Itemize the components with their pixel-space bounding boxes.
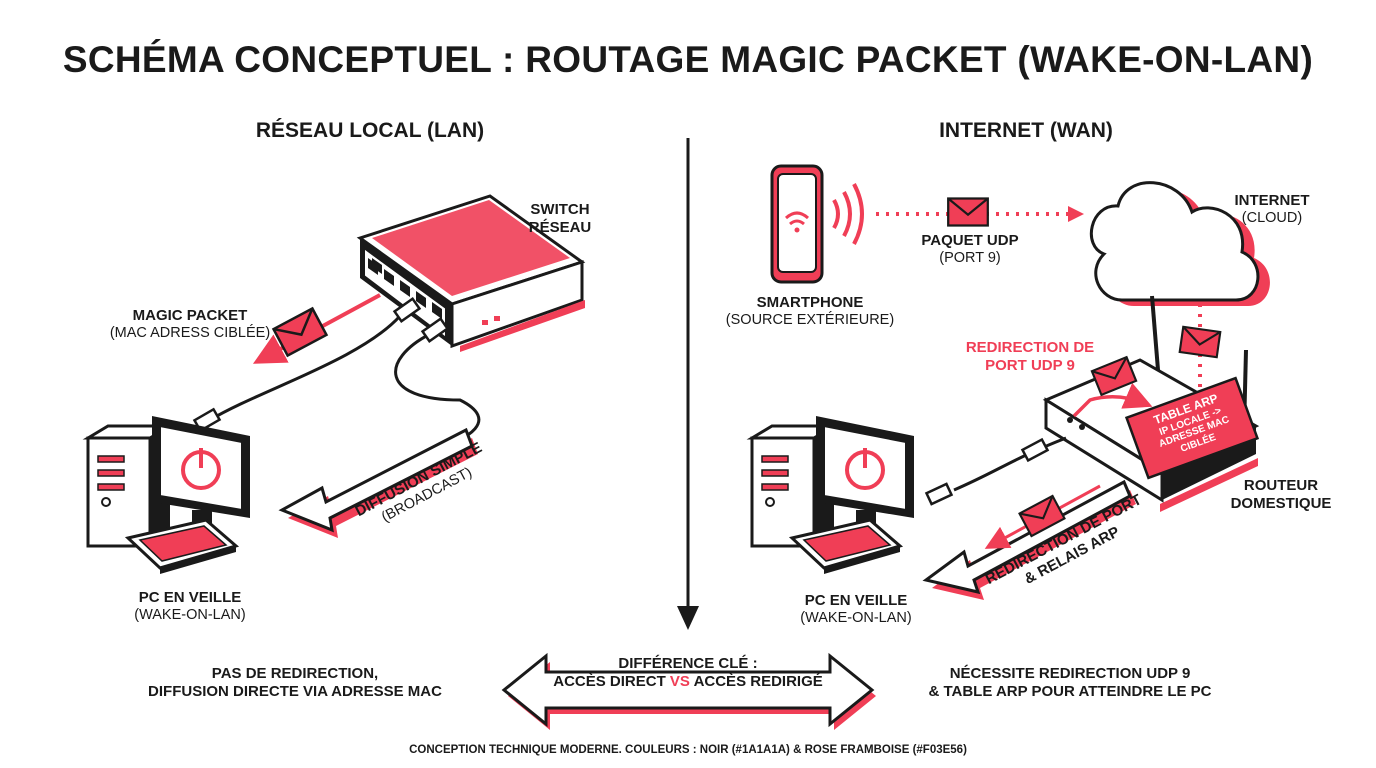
- footer-caption: CONCEPTION TECHNIQUE MODERNE. COULEURS :…: [409, 744, 967, 756]
- wan-summary-line1: NÉCESSITE REDIRECTION UDP 9: [949, 665, 1191, 682]
- switch-label: SWITCH RÉSEAU: [500, 201, 620, 237]
- key-difference: DIFFÉRENCE CLÉ : ACCÈS DIRECT VS ACCÈS R…: [530, 655, 846, 691]
- rj45-plug: [924, 482, 954, 506]
- signal-waves-icon: [832, 183, 864, 245]
- envelope-icon: [947, 197, 989, 227]
- relay-arrow: [922, 479, 1132, 595]
- double-arrow: [501, 652, 875, 728]
- wan-pc-subtitle: (WAKE-ON-LAN): [800, 610, 912, 626]
- lan-heading: RÉSEAU LOCAL (LAN): [255, 119, 485, 142]
- router-cable: [953, 436, 1067, 492]
- key-difference-direct: ACCÈS DIRECT: [553, 673, 666, 690]
- udp-packet-subtitle: (PORT 9): [939, 250, 1001, 266]
- smartphone-label: SMARTPHONE (SOURCE EXTÉRIEURE): [690, 294, 930, 329]
- port-redirect-line1: REDIRECTION DE: [965, 339, 1095, 356]
- wan-computer-icon: [750, 414, 916, 576]
- wan-summary-line2: & TABLE ARP POUR ATTEINDRE LE PC: [928, 683, 1212, 700]
- lan-summary-line1: PAS DE REDIRECTION,: [211, 665, 379, 682]
- wan-pc-label: PC EN VEILLE (WAKE-ON-LAN): [766, 592, 946, 627]
- magic-packet-title: MAGIC PACKET: [132, 307, 248, 324]
- arp-table-card: [1124, 376, 1260, 480]
- page-title: SCHÉMA CONCEPTUEL : ROUTAGE MAGIC PACKET…: [62, 39, 1314, 80]
- smartphone-title: SMARTPHONE: [756, 294, 864, 311]
- udp-packet-title: PAQUET UDP: [921, 232, 1019, 249]
- envelope-icon: [1178, 325, 1222, 359]
- lan-pc-label: PC EN VEILLE (WAKE-ON-LAN): [100, 589, 280, 624]
- rj45-plug: [420, 317, 450, 343]
- lan-pc-subtitle: (WAKE-ON-LAN): [134, 607, 246, 623]
- cloud-icon: [1089, 181, 1270, 306]
- wan-summary: NÉCESSITE REDIRECTION UDP 9 & TABLE ARP …: [900, 665, 1240, 701]
- lan-pc-title: PC EN VEILLE: [138, 589, 242, 606]
- router-label: ROUTEUR DOMESTIQUE: [1226, 477, 1336, 513]
- network-switch: [356, 194, 586, 352]
- lan-computer-icon: [86, 414, 252, 576]
- lan-summary-line2: DIFFUSION DIRECTE VIA ADRESSE MAC: [148, 683, 442, 700]
- smartphone-icon: [770, 164, 824, 284]
- cable-to-pc: [209, 314, 402, 422]
- switch-label-line2: RÉSEAU: [528, 219, 592, 236]
- magic-packet-subtitle: (MAC ADRESS CIBLÉE): [109, 325, 271, 341]
- internet-title: INTERNET: [1234, 192, 1310, 209]
- smartphone-subtitle: (SOURCE EXTÉRIEURE): [725, 312, 895, 328]
- wan-heading: INTERNET (WAN): [939, 119, 1113, 142]
- internal-redirect-arrow: [1072, 382, 1153, 418]
- port-redirect-line2: PORT UDP 9: [985, 357, 1075, 374]
- udp-path-arrowhead: [1068, 206, 1084, 222]
- router-label-line1: ROUTEUR: [1243, 477, 1319, 494]
- divider-arrowhead: [677, 606, 699, 630]
- rj45-plug: [1020, 437, 1050, 463]
- wan-pc-title: PC EN VEILLE: [804, 592, 908, 609]
- magic-packet-label: MAGIC PACKET (MAC ADRESS CIBLÉE): [70, 307, 310, 342]
- broadcast-arrow: [278, 427, 474, 533]
- port-redirect-label: REDIRECTION DE PORT UDP 9: [940, 339, 1120, 375]
- key-difference-redirected: ACCÈS REDIRIGÉ: [693, 673, 823, 690]
- switch-label-line1: SWITCH: [530, 201, 590, 218]
- internet-subtitle: (CLOUD): [1241, 210, 1303, 226]
- udp-packet-label: PAQUET UDP (PORT 9): [900, 232, 1040, 267]
- router-label-line2: DOMESTIQUE: [1230, 495, 1332, 512]
- key-difference-title: DIFFÉRENCE CLÉ :: [618, 655, 758, 672]
- lan-summary: PAS DE REDIRECTION, DIFFUSION DIRECTE VI…: [110, 665, 480, 701]
- internet-label: INTERNET (CLOUD): [1222, 192, 1322, 227]
- key-difference-vs: VS: [669, 673, 690, 690]
- rj45-plug: [392, 297, 422, 323]
